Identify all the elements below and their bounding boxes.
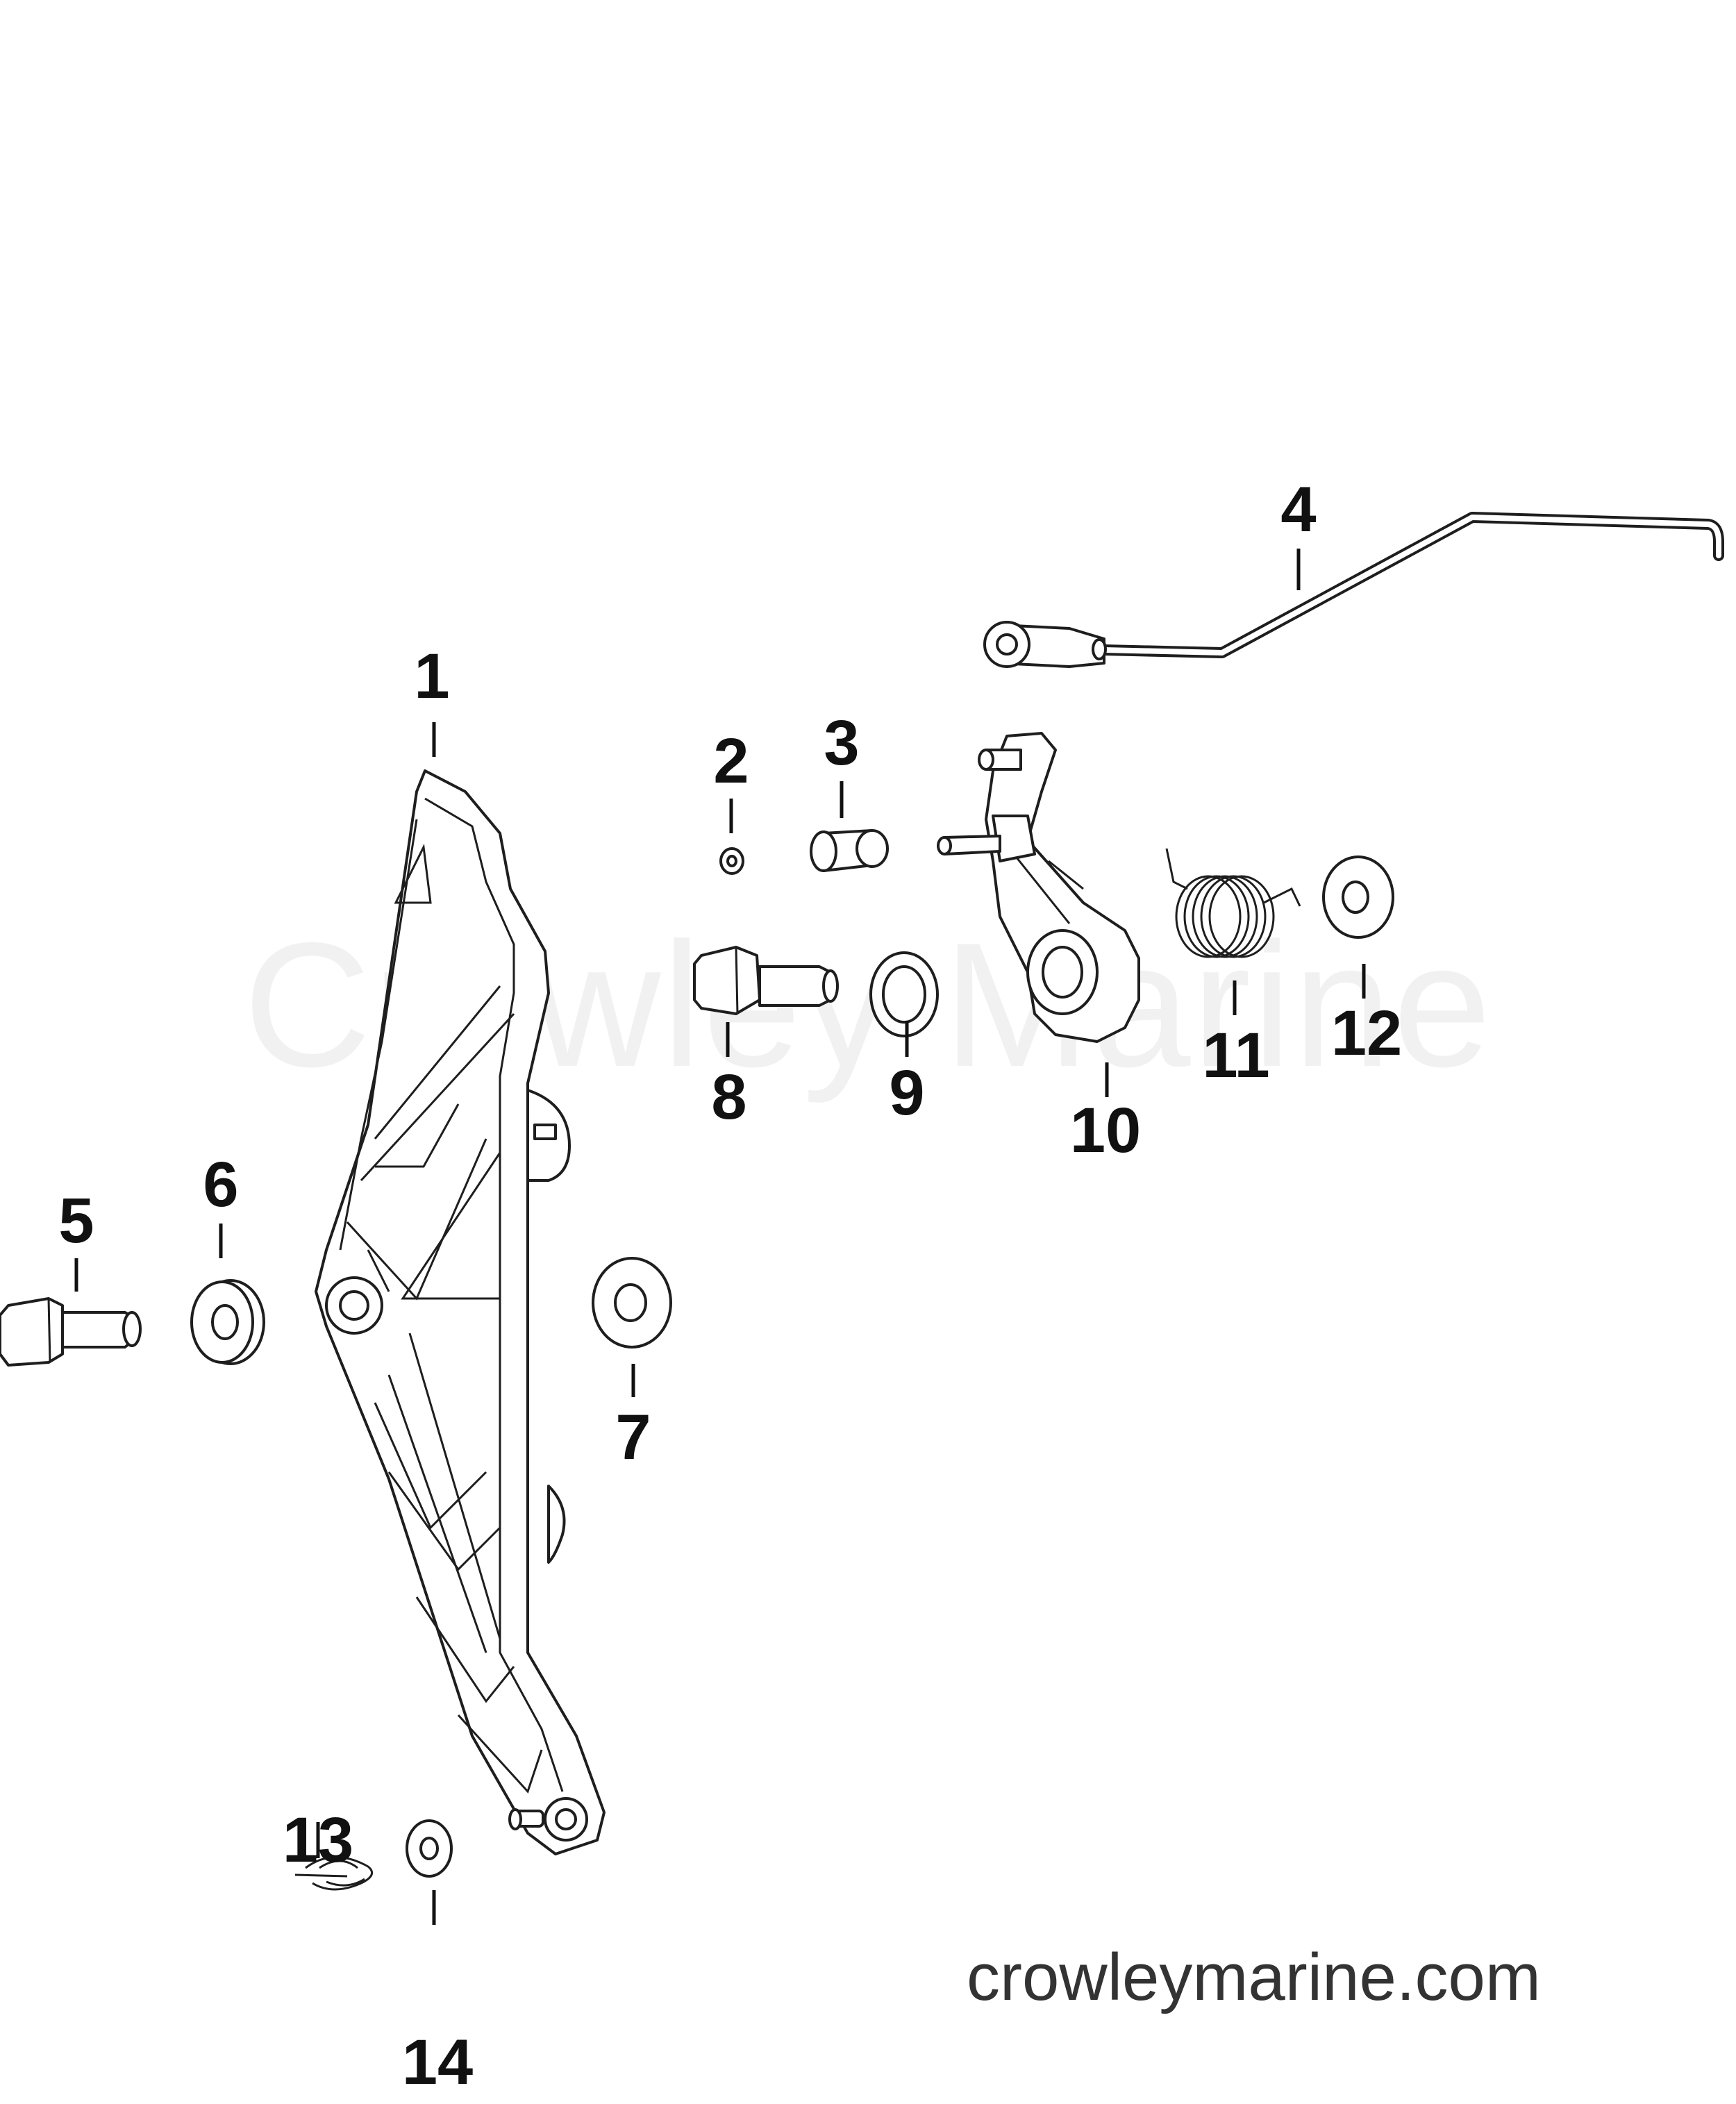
part-7-washer [592,1257,672,1349]
callout-13: 13 [282,1805,354,1876]
part-3-bushing [810,829,889,872]
part-12-washer [1322,855,1394,939]
part-8-shoulder-bolt [693,946,839,1015]
part-2-small-washer [719,847,744,875]
callout-12: 12 [1330,998,1403,1069]
leader-lines [74,549,1366,1925]
callout-14: 14 [401,2027,474,2098]
part-4-link-rod [983,512,1724,668]
callout-3: 3 [824,708,860,778]
callout-6: 6 [203,1149,239,1220]
part-5-bolt [0,1297,142,1367]
part-9-washer [869,951,939,1037]
callout-2: 2 [713,726,749,796]
callout-4: 4 [1280,474,1317,545]
part-1-bracket [315,769,606,1855]
part-14-small-washer [406,1819,453,1878]
callout-1: 1 [414,641,450,712]
callout-10: 10 [1069,1095,1142,1166]
part-10-throttle-lever [937,732,1140,1043]
callout-11: 11 [1202,1020,1270,1091]
callout-9: 9 [889,1058,925,1128]
part-13-clip [294,1856,374,1891]
part-6-spacer-washer [190,1279,265,1365]
part-11-spring [1165,848,1301,958]
site-url-label: crowleymarine.com [967,1940,1541,2014]
callout-8: 8 [711,1062,747,1133]
callout-7: 7 [615,1402,651,1473]
callout-5: 5 [58,1185,94,1256]
